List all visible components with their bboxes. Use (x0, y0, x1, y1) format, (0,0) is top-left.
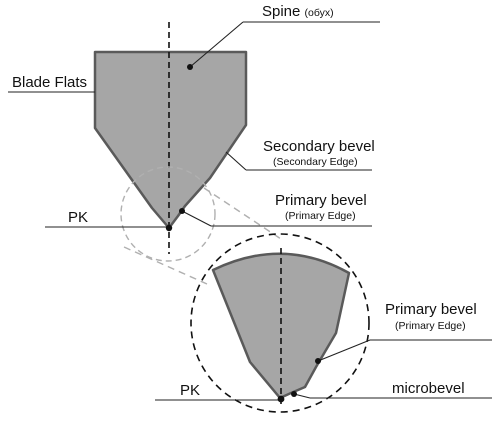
spine-dot (187, 64, 193, 70)
primary-bevel-label: Primary bevel (275, 192, 367, 209)
microbevel-dot (291, 391, 297, 397)
spine-label: Spine (обух) (262, 3, 334, 20)
spine-label-note: (обух) (305, 7, 334, 19)
detail-primary-edge-label: (Primary Edge) (395, 320, 466, 332)
magnified-blade-section (211, 252, 351, 400)
secondary-bevel-label: Secondary bevel (263, 138, 375, 155)
pk-label: PK (68, 209, 88, 226)
detail-pk-label: PK (180, 382, 200, 399)
blade-flats-label: Blade Flats (12, 74, 87, 91)
secondary-edge-label: (Secondary Edge) (273, 156, 358, 168)
spine-leader (189, 21, 244, 68)
spine-label-text: Spine (262, 3, 300, 20)
microbevel-label: microbevel (392, 380, 465, 397)
detail-primary-bevel-label: Primary bevel (385, 301, 477, 318)
zoom-connector-left (123, 246, 208, 285)
primary-bevel-leader (181, 210, 212, 227)
magnification-circle (190, 233, 370, 413)
zoom-circle (120, 166, 216, 262)
primary-bevel-dot (179, 208, 185, 214)
primary-edge-label: (Primary Edge) (285, 210, 356, 222)
detail-primary-bevel-leader (317, 339, 371, 362)
detail-pk-dot (277, 395, 285, 403)
blade-cross-section (93, 50, 248, 230)
zoom-connector-right (203, 187, 285, 242)
detail-primary-bevel-dot (315, 358, 321, 364)
secondary-bevel-leader (225, 151, 247, 171)
pk-dot (165, 224, 173, 232)
